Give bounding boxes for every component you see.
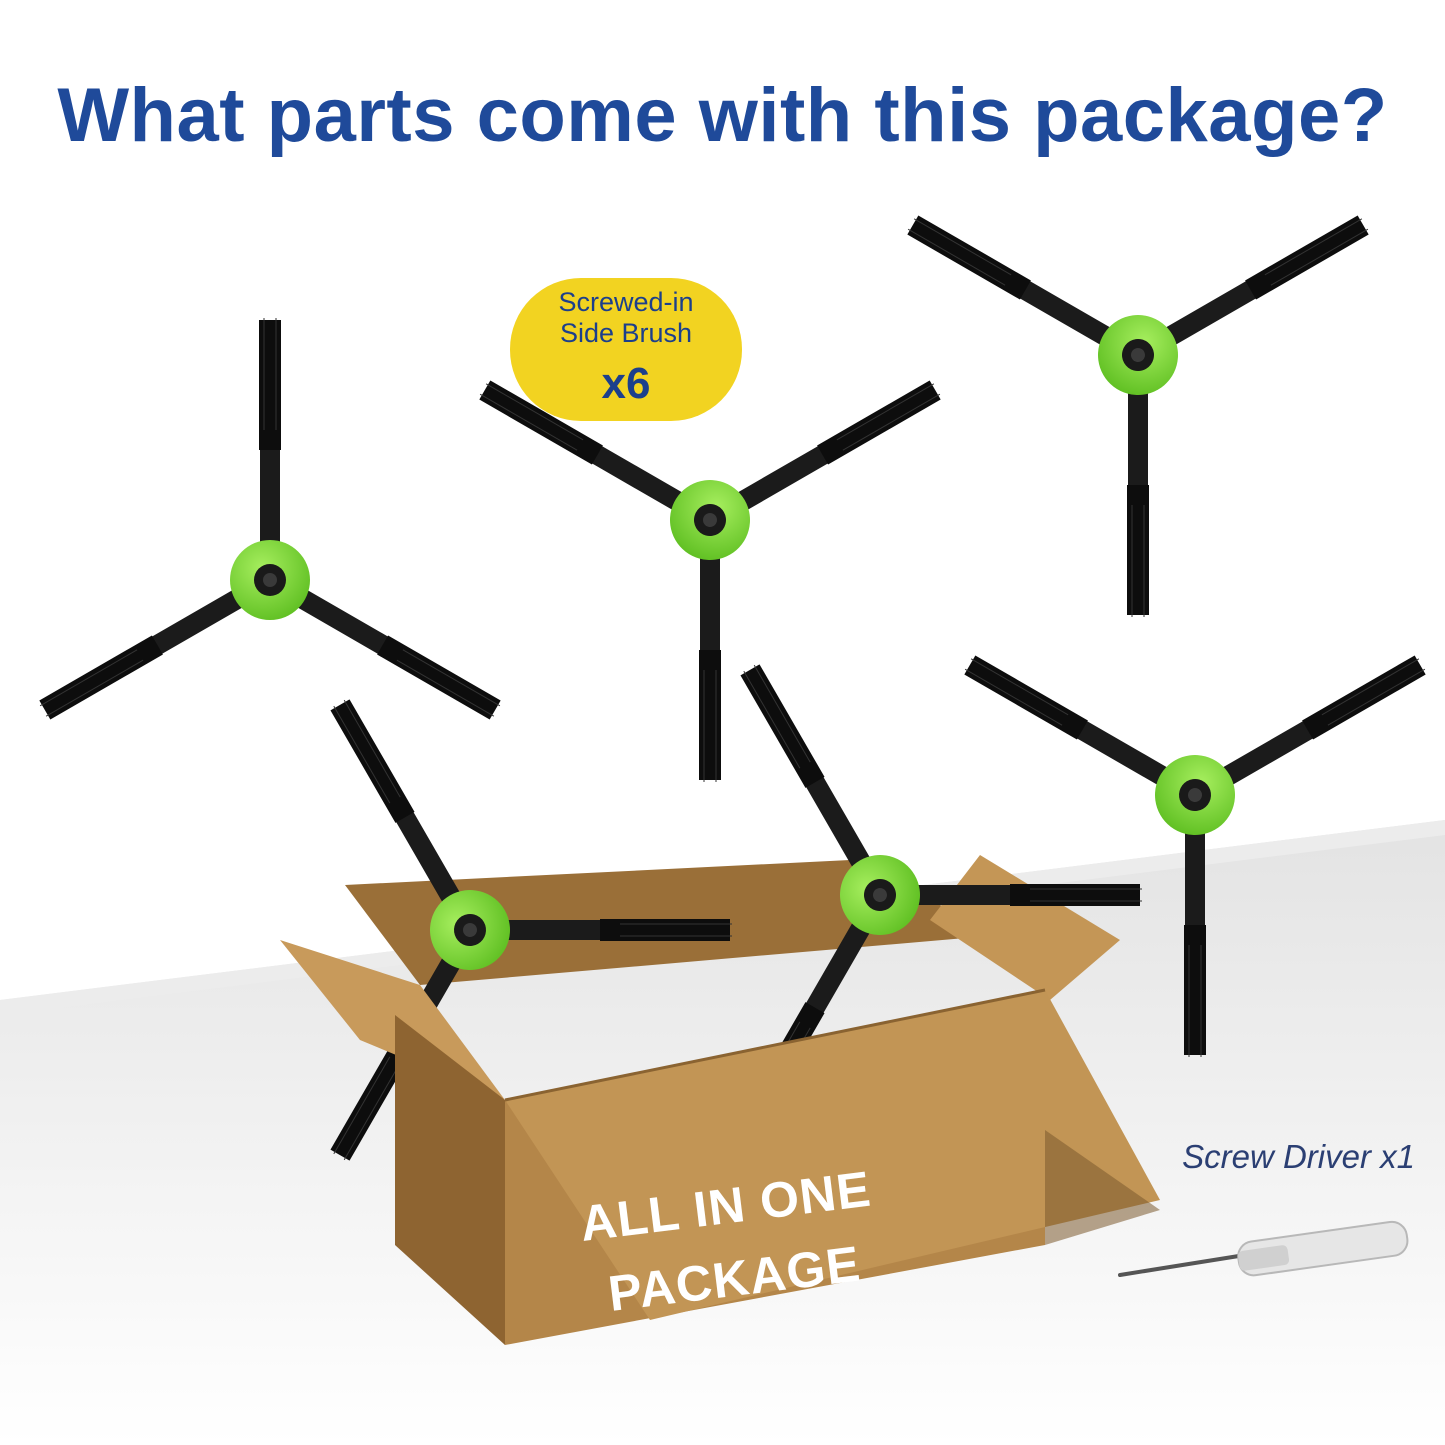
quantity-badge: Screwed-in Side Brush x6 [510, 287, 742, 410]
box-front-flap [505, 990, 1160, 1320]
box-edge [504, 988, 1046, 1102]
box-shadow [1045, 1130, 1160, 1245]
side-brush-1 [40, 318, 500, 716]
badge-line-1: Screwed-in [558, 287, 694, 317]
box-left-side [395, 1015, 505, 1345]
badge-bg [510, 278, 742, 421]
badge-line-2: Side Brush [559, 318, 693, 349]
screwdriver-icon [1118, 1220, 1409, 1277]
page-headline: What parts come with this package? [57, 73, 1388, 158]
badge-count: x6 [601, 359, 651, 409]
screwdriver-caption: Screw Driver x1 [1182, 1138, 1415, 1175]
